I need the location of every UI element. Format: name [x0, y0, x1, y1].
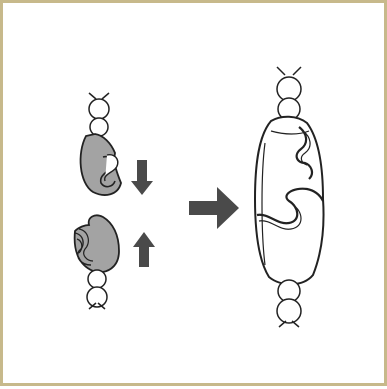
assembled-clasp	[253, 115, 325, 286]
assembled-top-chain	[276, 66, 302, 121]
assembled-bottom-chain	[276, 279, 302, 328]
right-arrow	[189, 187, 239, 229]
up-arrow	[133, 232, 155, 267]
clasp-assembly-diagram	[73, 66, 325, 328]
bottom-half-shell	[73, 214, 120, 273]
down-arrow	[131, 160, 153, 195]
bottom-chain	[86, 269, 108, 310]
top-chain	[88, 92, 110, 137]
top-half-shell	[79, 133, 122, 196]
